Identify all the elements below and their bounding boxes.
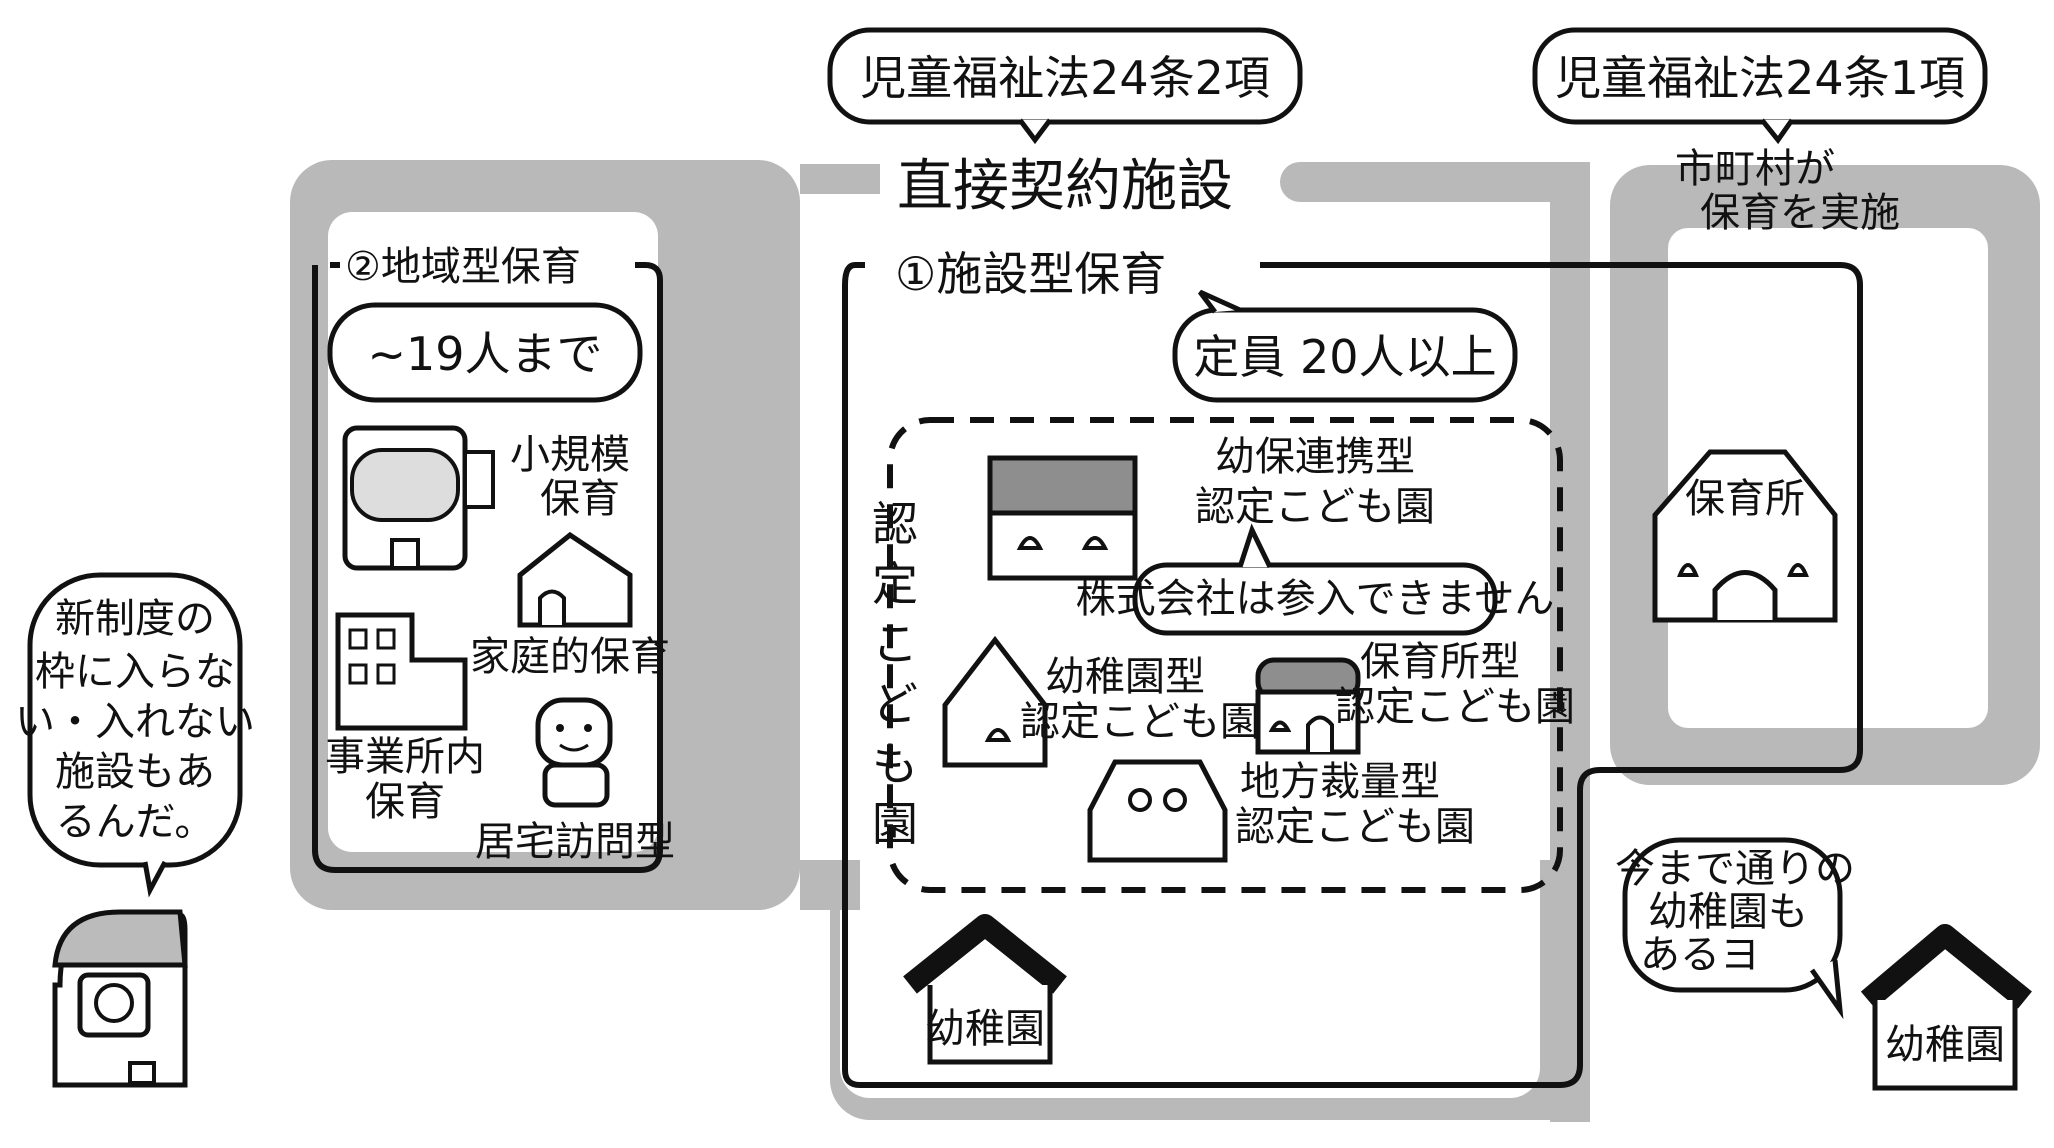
nintei-char-4: ど: [872, 677, 918, 731]
home-visit-label: 居宅訪問型: [475, 819, 675, 865]
regional-care-box: ②地域型保育 ~19人まで 小規模 保育 家庭的保育 事業所内 保育: [312, 244, 675, 873]
facility-care-box: ①施設型保育 定員 20人以上 認 定 こ ど も 園 幼保連携型 認定こども園…: [842, 247, 1863, 1088]
workplace-line-1: 事業所内: [325, 734, 485, 780]
integrated-line-2: 認定こども園: [1195, 484, 1435, 530]
kindergarten-icon-center: [903, 914, 1067, 1065]
nursery-icon: [1652, 449, 1838, 623]
kindergarten-icon-right: [1860, 924, 2032, 1091]
law-bubble-right: 児童福祉法24条1項: [1532, 27, 1988, 145]
nursery-type-line-1: 保育所型: [1360, 639, 1520, 685]
nursery-type-line-2: 認定こども園: [1335, 684, 1575, 730]
right-note-line-1: 今まで通りの: [1615, 846, 1855, 892]
right-note-bubble: 今まで通りの 幼稚園も あるヨ: [1615, 837, 1855, 1020]
left-note-line-2: 枠に入らな: [35, 649, 235, 695]
kindergarten-type-center-icon: [942, 635, 1048, 768]
regional-capacity: ~19人まで: [367, 327, 602, 381]
visiting-carer-icon: [535, 697, 613, 808]
small-scale-line-1: 小規模: [510, 432, 630, 478]
law-left-text: 児童福祉法24条2項: [860, 51, 1270, 105]
left-note-line-1: 新制度の: [55, 596, 215, 642]
home-care-label: 家庭的保育: [470, 634, 670, 680]
home-care-icon: [517, 531, 633, 628]
kindergarten-type-line-1: 幼稚園型: [1045, 654, 1205, 700]
grey-municipal-band: [1610, 165, 2040, 785]
local-discretion-line-1: 地方裁量型: [1240, 759, 1440, 805]
workplace-icon: [335, 612, 468, 731]
kindergarten-type-line-2: 認定こども園: [1020, 699, 1260, 745]
municipal-line-2: 保育を実施: [1700, 190, 1900, 236]
small-scale-icon: [342, 425, 495, 571]
nintei-char-3: こ: [872, 617, 918, 671]
municipal-line-1: 市町村が: [1675, 146, 1835, 192]
kindergarten-label-right: 幼稚園: [1885, 1022, 2005, 1068]
integrated-line-1: 幼保連携型: [1215, 434, 1415, 480]
local-discretion-center-icon: [1087, 759, 1228, 863]
right-note-line-2: 幼稚園も: [1648, 889, 1808, 935]
local-discretion-line-2: 認定こども園: [1235, 804, 1475, 850]
nintei-char-1: 認: [872, 497, 918, 551]
direct-contract-title: 直接契約施設: [897, 154, 1233, 219]
left-note-line-5: るんだ。: [56, 799, 215, 845]
left-note-bubble: 新制度の 枠に入らな い・入れない 施設もあ るんだ。: [15, 572, 255, 898]
left-note-line-3: い・入れない: [15, 699, 255, 745]
law-bubble-left: 児童福祉法24条2項: [827, 27, 1303, 145]
right-note-line-3: あるヨ: [1640, 932, 1760, 978]
workplace-line-2: 保育: [365, 779, 445, 825]
facility-header: ①施設型保育: [895, 247, 1166, 301]
small-scale-line-2: 保育: [540, 476, 620, 522]
nintei-char-2: 定: [872, 557, 918, 611]
nintei-char-6: 園: [872, 797, 918, 851]
nursery-label: 保育所: [1685, 476, 1805, 522]
company-note: 株式会社は参入できません: [1076, 576, 1555, 622]
nursery-type-center-icon: [1255, 657, 1361, 755]
nintei-char-5: も: [872, 737, 918, 791]
facility-capacity: 定員 20人以上: [1193, 330, 1496, 384]
kindergarten-label-center: 幼稚園: [925, 1006, 1045, 1052]
certified-center-dashed-group: [887, 417, 1563, 893]
regional-header: ②地域型保育: [345, 244, 581, 290]
unlicensed-facility-icon: [52, 909, 188, 1088]
integrated-center-icon: [987, 455, 1138, 581]
left-note-line-4: 施設もあ: [55, 749, 215, 795]
law-right-text: 児童福祉法24条1項: [1555, 51, 1965, 105]
